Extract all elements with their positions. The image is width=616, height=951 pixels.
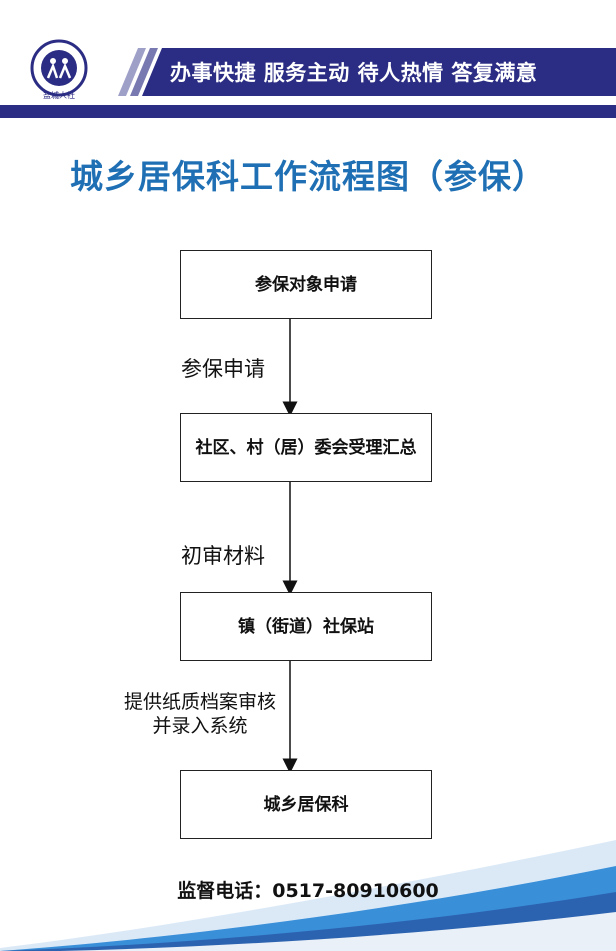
flow-step-department: 城乡居保科 (180, 770, 432, 839)
flow-step-community: 社区、村（居）委会受理汇总 (180, 413, 432, 482)
flow-step-label: 参保对象申请 (255, 274, 357, 295)
page-title: 城乡居保科工作流程图（参保） (70, 157, 546, 196)
edge-label-review: 初审材料 (181, 544, 265, 568)
edge-label-archive: 提供纸质档案审核并录入系统 (123, 691, 276, 737)
slogan: 办事快捷 服务主动 待人热情 答复满意 (170, 61, 538, 85)
flow-step-label: 城乡居保科 (263, 794, 349, 815)
logo: 盐城人社 (22, 38, 96, 112)
stripe-decoration (130, 48, 158, 96)
stripe-decoration (118, 48, 146, 96)
contact-phone: 监督电话：0517-80910600 (177, 880, 439, 902)
flow-step-label: 社区、村（居）委会受理汇总 (195, 437, 417, 458)
flow-step-town-station: 镇（街道）社保站 (180, 592, 432, 661)
bottom-wave (0, 840, 616, 951)
header: 盐城人社 办事快捷 服务主动 待人热情 答复满意 (0, 0, 616, 120)
header-band (0, 105, 616, 118)
flow-step-apply: 参保对象申请 (180, 250, 432, 319)
logo-emblem-icon (30, 39, 88, 97)
edge-label-apply: 参保申请 (181, 357, 265, 381)
logo-caption: 盐城人社 (43, 91, 75, 100)
header-graphic (118, 48, 616, 96)
flow-step-label: 镇（街道）社保站 (238, 616, 374, 637)
slogan-bar (142, 48, 616, 96)
